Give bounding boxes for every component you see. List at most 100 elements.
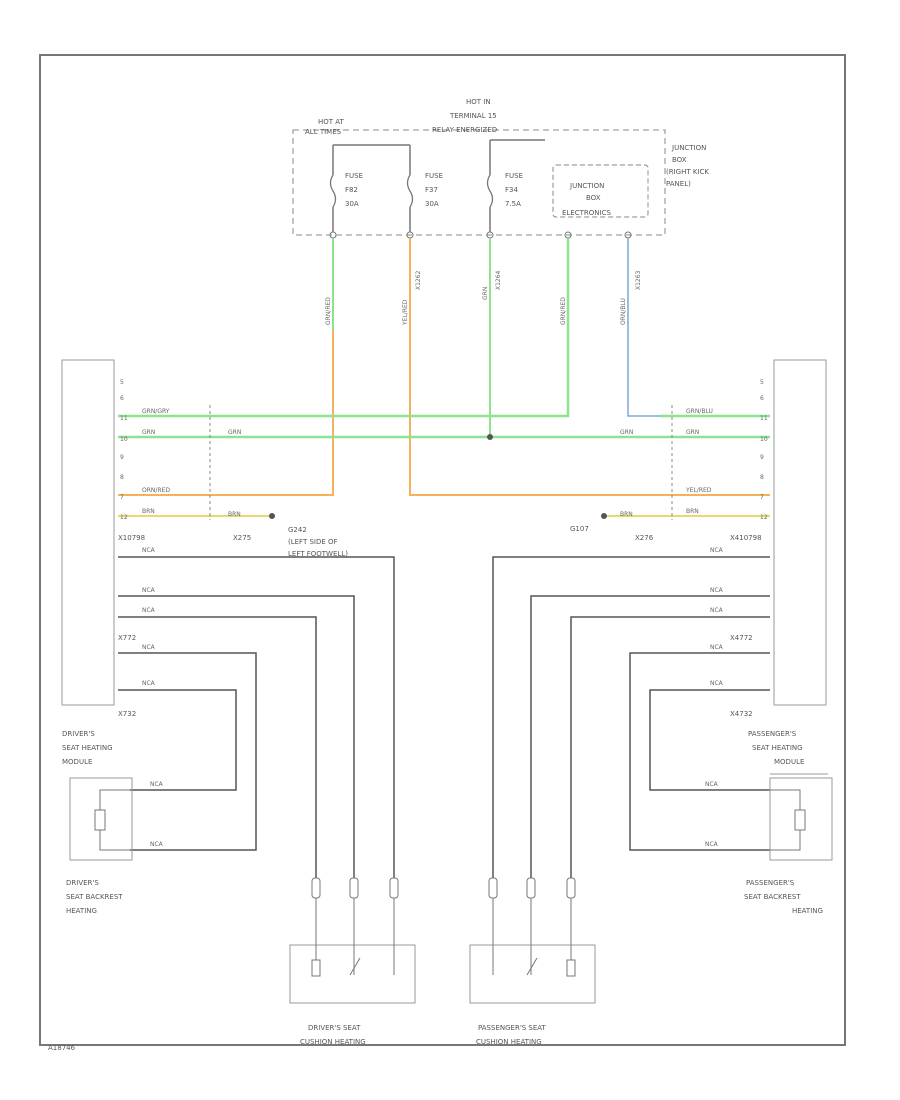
right-wire-label-4: BRN xyxy=(686,508,699,515)
passenger-backrest-wire-2: NCA xyxy=(705,841,719,848)
passenger-backrest-name-3: HEATING xyxy=(792,907,823,915)
svg-text:7: 7 xyxy=(120,494,124,501)
fuse-f34-line2: F34 xyxy=(505,186,518,194)
right-lower-label-5: NCA xyxy=(710,680,724,687)
fuse-f82-line2: F82 xyxy=(345,186,358,194)
fuse-f82-line1: FUSE xyxy=(345,172,363,180)
jb-panel-line2: BOX xyxy=(672,156,687,164)
left-wire-label-5: GRN xyxy=(228,429,241,436)
ground-left-desc-2: LEFT FOOTWELL) xyxy=(288,550,348,558)
svg-text:5: 5 xyxy=(760,379,764,386)
left-lower-wires xyxy=(118,556,395,885)
right-wire-label-3: YEL/RED xyxy=(685,487,712,494)
driver-backrest-name-3: HEATING xyxy=(66,907,97,915)
ground-left-node xyxy=(269,513,275,519)
svg-text:11: 11 xyxy=(120,415,128,422)
driver-module-name-1: DRIVER'S xyxy=(62,730,95,738)
svg-text:6: 6 xyxy=(120,395,124,402)
svg-text:7: 7 xyxy=(760,494,764,501)
left-lower-label-5: NCA xyxy=(142,680,156,687)
hot-in-terminal-label-2: TERMINAL 15 xyxy=(449,112,497,120)
driver-backrest-wire-1: NCA xyxy=(150,781,164,788)
right-splice: X276 xyxy=(635,534,654,542)
right-connector-1: X410798 xyxy=(730,534,762,542)
driver-backrest-wire-2: NCA xyxy=(150,841,164,848)
top-wire-label-2: YEL/RED xyxy=(402,299,409,326)
right-upper-pins: 5 6 11 10 9 8 7 12 xyxy=(760,379,768,521)
fuse-f34-line3: 7.5A xyxy=(505,200,521,208)
jbe-line2: BOX xyxy=(586,194,601,202)
ground-right-node xyxy=(601,513,607,519)
svg-text:9: 9 xyxy=(760,454,764,461)
left-wire-label-3: ORN/RED xyxy=(142,487,170,494)
passenger-cushion-name-2: CUSHION HEATING xyxy=(476,1038,542,1046)
wire-yel-red xyxy=(409,238,770,496)
left-lower-label-2: NCA xyxy=(142,587,156,594)
hot-at-all-times-label-2: ALL TIMES xyxy=(305,128,342,136)
jb-panel-line1: JUNCTION xyxy=(671,144,706,152)
jb-panel-line4: PANEL) xyxy=(666,180,691,188)
fuse-f37-line2: F37 xyxy=(425,186,438,194)
left-splice: X275 xyxy=(233,534,251,542)
fuse-f82: FUSE F82 30A xyxy=(329,145,363,232)
wire-orn-blu xyxy=(627,238,770,417)
right-wire-label-2: GRN xyxy=(686,429,699,436)
right-lower-label-2: NCA xyxy=(710,587,724,594)
passenger-module-name-1: PASSENGER'S xyxy=(748,730,797,738)
jb-panel-line3: (RIGHT KICK xyxy=(666,168,709,176)
hot-in-terminal-label-3: RELAY ENERGIZED xyxy=(432,126,497,134)
right-lower-wires xyxy=(492,556,770,885)
svg-text:5: 5 xyxy=(120,379,124,386)
jbe-line3: ELECTRONICS xyxy=(562,209,611,217)
driver-backrest-heater: NCA NCA xyxy=(69,777,164,861)
svg-text:9: 9 xyxy=(120,454,124,461)
driver-backrest-name-2: SEAT BACKREST xyxy=(66,893,123,901)
driver-module-name-3: MODULE xyxy=(62,758,92,766)
right-lower-label-4: NCA xyxy=(710,644,724,651)
driver-cushion-name-2: CUSHION HEATING xyxy=(300,1038,366,1046)
svg-text:12: 12 xyxy=(760,514,768,521)
left-wire-label-4: BRN xyxy=(142,508,155,515)
svg-text:8: 8 xyxy=(120,474,124,481)
fuse-f37-line3: 30A xyxy=(425,200,439,208)
top-pin-label-3: X1263 xyxy=(635,270,642,290)
passenger-backrest-name-1: PASSENGER'S xyxy=(746,879,795,887)
left-connector-1: X10798 xyxy=(118,534,145,542)
fuse-f37: FUSE F37 30A xyxy=(406,145,443,232)
passenger-backrest-heater: NCA NCA xyxy=(705,777,833,861)
top-wire-labels: GRN/RED YEL/RED GRN GRN/RED ORN/BLU X126… xyxy=(325,270,642,326)
right-lower-label-1: NCA xyxy=(710,547,724,554)
diagram-border xyxy=(39,54,846,1046)
top-wire-label-1: GRN/RED xyxy=(325,297,332,325)
hot-at-all-times-label: HOT AT xyxy=(318,118,345,126)
passenger-backrest-wire-1: NCA xyxy=(705,781,719,788)
fuse-f82-line3: 30A xyxy=(345,200,359,208)
fuse-block: HOT AT ALL TIMES HOT IN TERMINAL 15 RELA… xyxy=(292,98,709,239)
left-lower-label-1: NCA xyxy=(142,547,156,554)
wire-grn-red-left xyxy=(118,238,334,496)
driver-seat-heating-module: 5 6 11 10 9 8 7 12 GRN/GRY GRN ORN/RED B… xyxy=(61,359,251,718)
left-lower-label-3: NCA xyxy=(142,607,156,614)
left-connector-2: X772 xyxy=(118,634,136,642)
passenger-module-name-3: MODULE xyxy=(774,758,804,766)
right-lower-label-3: NCA xyxy=(710,607,724,614)
ground-right-id: G107 xyxy=(570,525,589,533)
left-wire-label-6: BRN xyxy=(228,511,241,518)
svg-text:12: 12 xyxy=(120,514,128,521)
left-lower-label-4: NCA xyxy=(142,644,156,651)
passenger-backrest-name-2: SEAT BACKREST xyxy=(744,893,801,901)
top-pin-label-2: X1264 xyxy=(495,270,502,290)
junction-box-outline xyxy=(292,129,666,236)
splice-node xyxy=(487,434,493,440)
left-wire-label-1: GRN/GRY xyxy=(142,408,170,415)
svg-text:6: 6 xyxy=(760,395,764,402)
top-wire-label-3: GRN xyxy=(482,287,489,300)
colored-wires xyxy=(118,238,770,519)
svg-text:11: 11 xyxy=(760,415,768,422)
passenger-cushion-name-1: PASSENGER'S SEAT xyxy=(478,1024,547,1032)
right-wire-label-1: GRN/BLU xyxy=(686,408,713,415)
fuse-f34-line1: FUSE xyxy=(505,172,523,180)
fuse-f37-line1: FUSE xyxy=(425,172,443,180)
top-wire-label-4: GRN/RED xyxy=(560,297,567,325)
